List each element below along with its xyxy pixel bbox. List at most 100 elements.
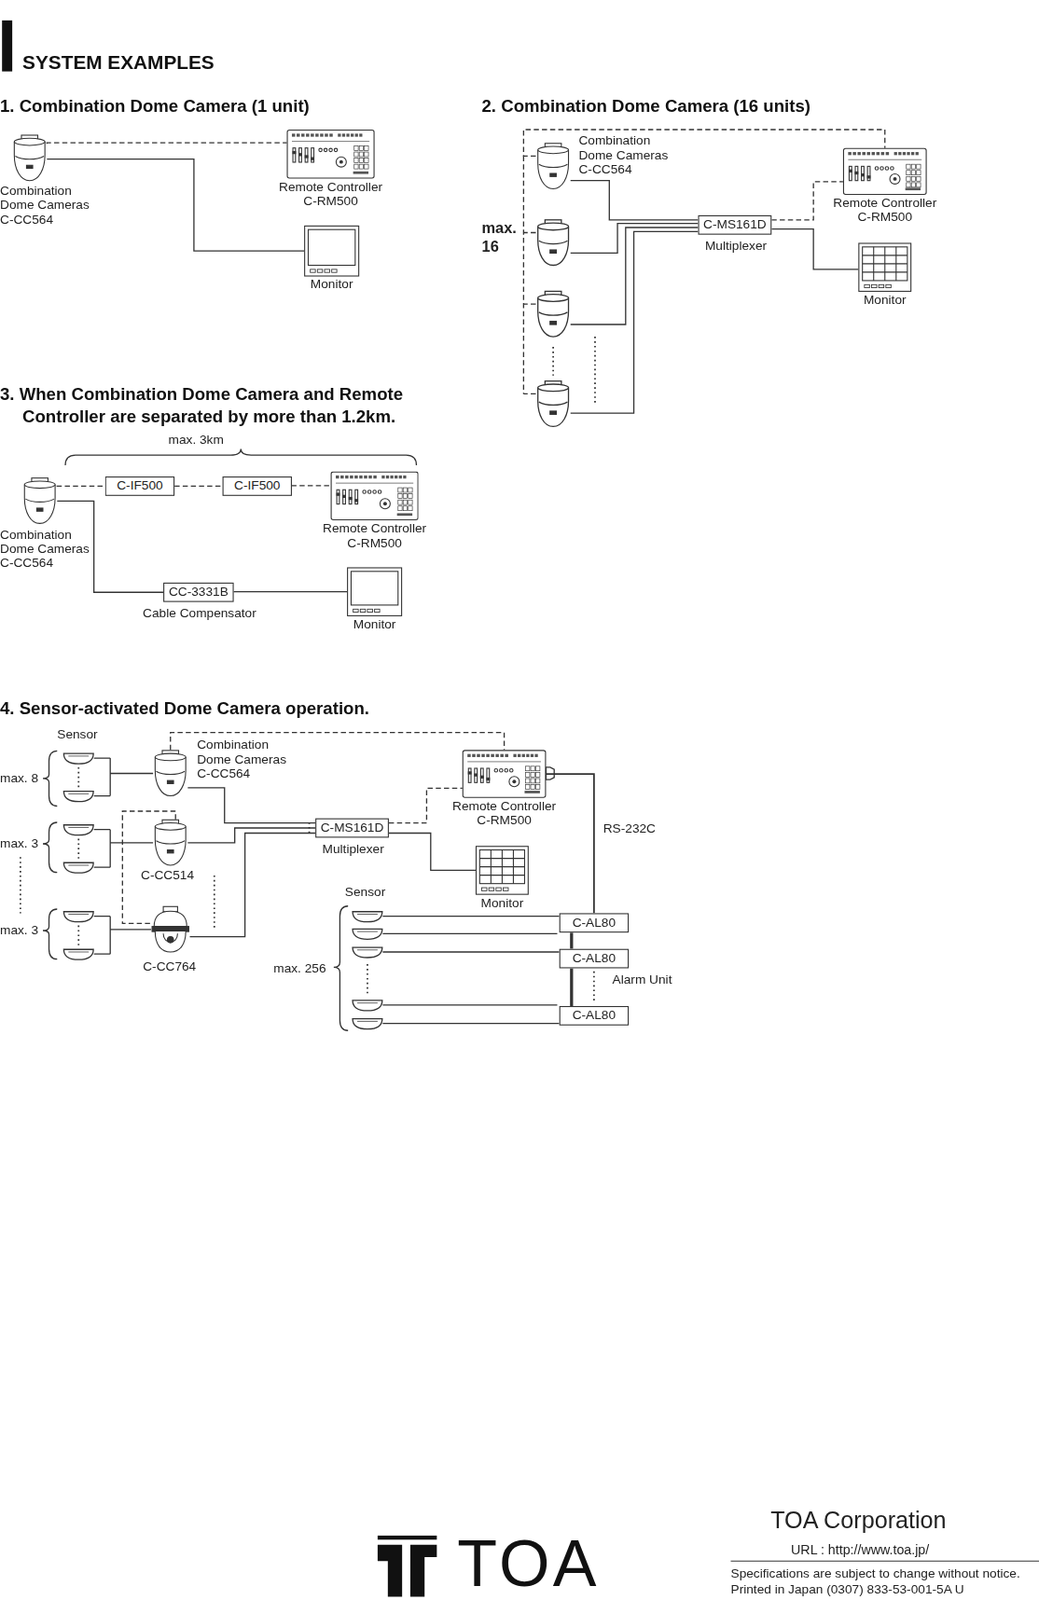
cam-icon (12, 134, 47, 181)
cam-device: C-CC514 (152, 819, 188, 867)
sensor-icon (352, 912, 383, 923)
continuation-dots (20, 336, 596, 1002)
device-label: Combination Dome Cameras C-CC564 (196, 738, 294, 781)
video-cable (569, 932, 573, 950)
sensor-icon (63, 912, 94, 923)
footer-text: Printed in Japan (0307) 833-53-001-5A U (731, 1582, 965, 1598)
toa-logo-mark (377, 1536, 437, 1598)
device-name: C-MS161D (320, 820, 385, 835)
footer-text: TOA Corporation (770, 1507, 946, 1535)
rem-device: Remote Controller C-RM500 (462, 749, 547, 798)
video-cable (234, 591, 347, 594)
cam-icon (152, 819, 188, 867)
section-heading: 4. Sensor-activated Dome Camera operatio… (0, 699, 370, 720)
control-cable (523, 129, 885, 156)
annotation: Alarm Unit (612, 972, 673, 988)
cam-icon (152, 749, 188, 797)
device-box: C-AL80 (559, 913, 629, 933)
control-cable (388, 788, 463, 823)
mon-device: Monitor (346, 567, 402, 617)
device-box: CC-3331BCable Compensator (163, 582, 235, 603)
section-heading: 2. Combination Dome Camera (16 units) (482, 96, 812, 117)
control-cable (46, 142, 287, 144)
annotation: Sensor (56, 727, 97, 743)
title-bar (1, 20, 13, 72)
device-label: C-CC514 (140, 869, 203, 884)
device-name: C-MS161D (703, 217, 767, 232)
device-name: CC-3331B (168, 584, 229, 599)
device-name: C-IF500 (234, 478, 280, 493)
device-label: Monitor (290, 277, 374, 292)
device-box: C-MS161DMultiplexer (698, 215, 773, 236)
monq-device: Monitor (858, 242, 912, 292)
rem-icon (843, 148, 928, 195)
dome-camera-icon (538, 290, 569, 337)
device-label: Multiplexer (306, 843, 399, 858)
annotation: Sensor (345, 885, 386, 901)
sensor-icon (352, 947, 383, 958)
dome-camera-icon (538, 381, 569, 428)
logo-text: TOA (457, 1530, 600, 1596)
cable-label: RS-232C (602, 822, 657, 837)
device-label: Remote Controller C-RM500 (319, 522, 430, 551)
video-cable (187, 788, 316, 824)
cam-device: Combination Dome Cameras C-CC564 (152, 749, 188, 797)
device-label: Combination Dome Cameras C-CC564 (578, 134, 676, 177)
sensor-icon (63, 753, 94, 764)
sensor-icon (63, 825, 94, 836)
device-name: C-AL80 (572, 951, 616, 966)
rem-device: Remote Controller C-RM500 (331, 471, 419, 522)
camera-wires (570, 223, 699, 415)
cam764-device: C-CC764 (151, 906, 191, 954)
rem-icon (331, 471, 419, 522)
device-name: C-AL80 (572, 915, 616, 930)
annotation: max. 256 (273, 961, 326, 977)
sensor-icon (63, 791, 94, 803)
dome-camera-icon (538, 220, 569, 266)
device-label: Combination Dome Cameras C-CC564 (0, 184, 90, 227)
sensor-icon (63, 862, 94, 873)
mon-icon (304, 225, 360, 278)
video-cable (570, 180, 699, 221)
rem-icon (462, 749, 547, 798)
device-label: Monitor (333, 618, 416, 633)
sensor-icon (352, 928, 383, 940)
device-box: C-IF500 (105, 476, 175, 497)
annotation: max. 3km (168, 432, 224, 448)
device-label: Cable Compensator (133, 607, 266, 622)
rem-device: Remote Controller C-RM500 (843, 148, 928, 195)
device-label: Remote Controller C-RM500 (830, 196, 941, 225)
sensor-icon (63, 949, 94, 960)
video-cable (545, 774, 594, 914)
cam-icon (536, 142, 571, 190)
footer-rule (731, 1561, 1039, 1563)
device-label: Remote Controller C-RM500 (275, 180, 386, 209)
control-cable (291, 484, 332, 487)
cam-device: Combination Dome Cameras C-CC564 (22, 477, 57, 525)
annotation: max. 3 (0, 836, 39, 852)
cam-device: Combination Dome Cameras C-CC564 (536, 142, 571, 190)
annotation: max. 3 (0, 923, 39, 939)
device-label: C-CC764 (142, 960, 215, 975)
device-box: C-MS161DMultiplexer (315, 818, 389, 839)
monq-device: Monitor (475, 845, 529, 896)
video-cable (771, 229, 859, 270)
device-label: Monitor (844, 293, 927, 308)
monq-icon (858, 242, 912, 292)
device-label: Combination Dome Cameras C-CC564 (0, 528, 90, 571)
device-label: Multiplexer (690, 239, 782, 254)
control-cable (174, 485, 222, 487)
sensor-icon (352, 1019, 383, 1030)
device-box: C-AL80 (559, 949, 629, 970)
monq-icon (475, 845, 529, 896)
mon-device: Monitor (304, 225, 360, 278)
page-title: SYSTEM EXAMPLES (22, 52, 215, 75)
control-cable (56, 485, 105, 488)
video-cable (569, 968, 573, 1006)
section-heading: 1. Combination Dome Camera (1 unit) (0, 96, 310, 117)
sensor-icon (352, 1000, 383, 1012)
cam764-icon (151, 906, 191, 954)
cam-icon (22, 477, 57, 525)
cam-device: Combination Dome Cameras C-CC564 (12, 134, 47, 181)
annotation: max. 8 (0, 771, 39, 787)
